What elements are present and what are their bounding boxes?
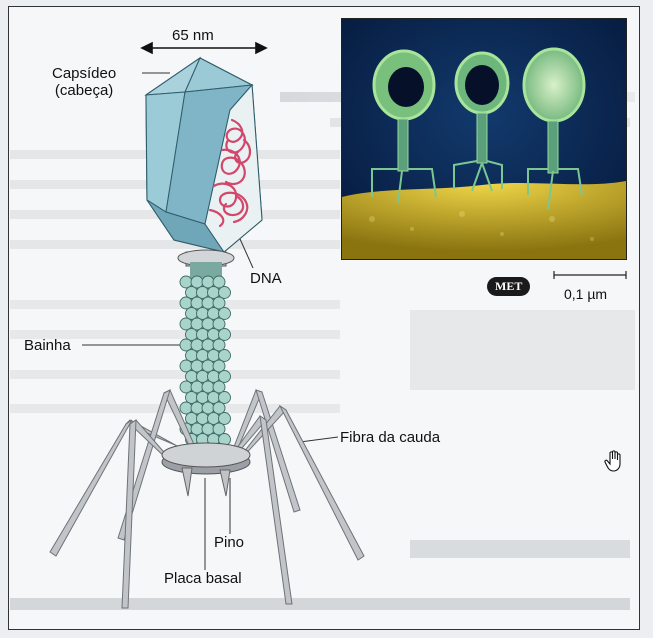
electron-micrograph [341,18,627,260]
sheath-bead [212,401,226,415]
hand-cursor-icon [604,450,621,472]
sheath-bead [212,422,226,436]
scale-label: 0,1 µm [564,286,608,302]
sheath-bead [218,412,231,425]
sheath-bead [212,317,226,331]
tail-sheath [179,262,231,452]
dna-label: DNA [250,270,282,287]
tail-fibers [49,389,365,609]
sheath-bead [218,349,231,362]
met-badge: MET [487,277,531,296]
sheath-bead [212,275,226,289]
tail-fiber-label: Fibra da cauda [340,429,441,446]
pin-label: Pino [214,534,245,551]
micro-phage-3 [522,47,586,210]
sheath-label: Bainha [24,337,71,354]
micrograph-image [342,19,626,259]
base-plate-label: Placa basal [164,570,242,587]
sheath-bead [212,359,226,373]
dimension-label: 65 nm [172,27,214,44]
sheath-bead [218,307,231,320]
sheath-bead [218,370,231,383]
capsid-head [144,56,263,253]
scale-bar [553,271,627,279]
sheath-bead [218,391,231,404]
micro-phage-2 [453,51,510,192]
capsid-label-line1: Capsídeo [52,65,117,82]
capsid-label: Capsídeo (cabeça) [52,65,116,99]
dimension-arrow [140,41,268,55]
base-plate [161,442,251,497]
dna-strand [208,118,252,228]
micro-phage-1 [371,49,437,204]
sheath-bead [212,338,226,352]
capsid-label-line2: (cabeça) [54,82,114,99]
sheath-bead [218,286,231,299]
sheath-bead [212,380,226,394]
sheath-bead [218,328,231,341]
sheath-bead [212,296,226,310]
